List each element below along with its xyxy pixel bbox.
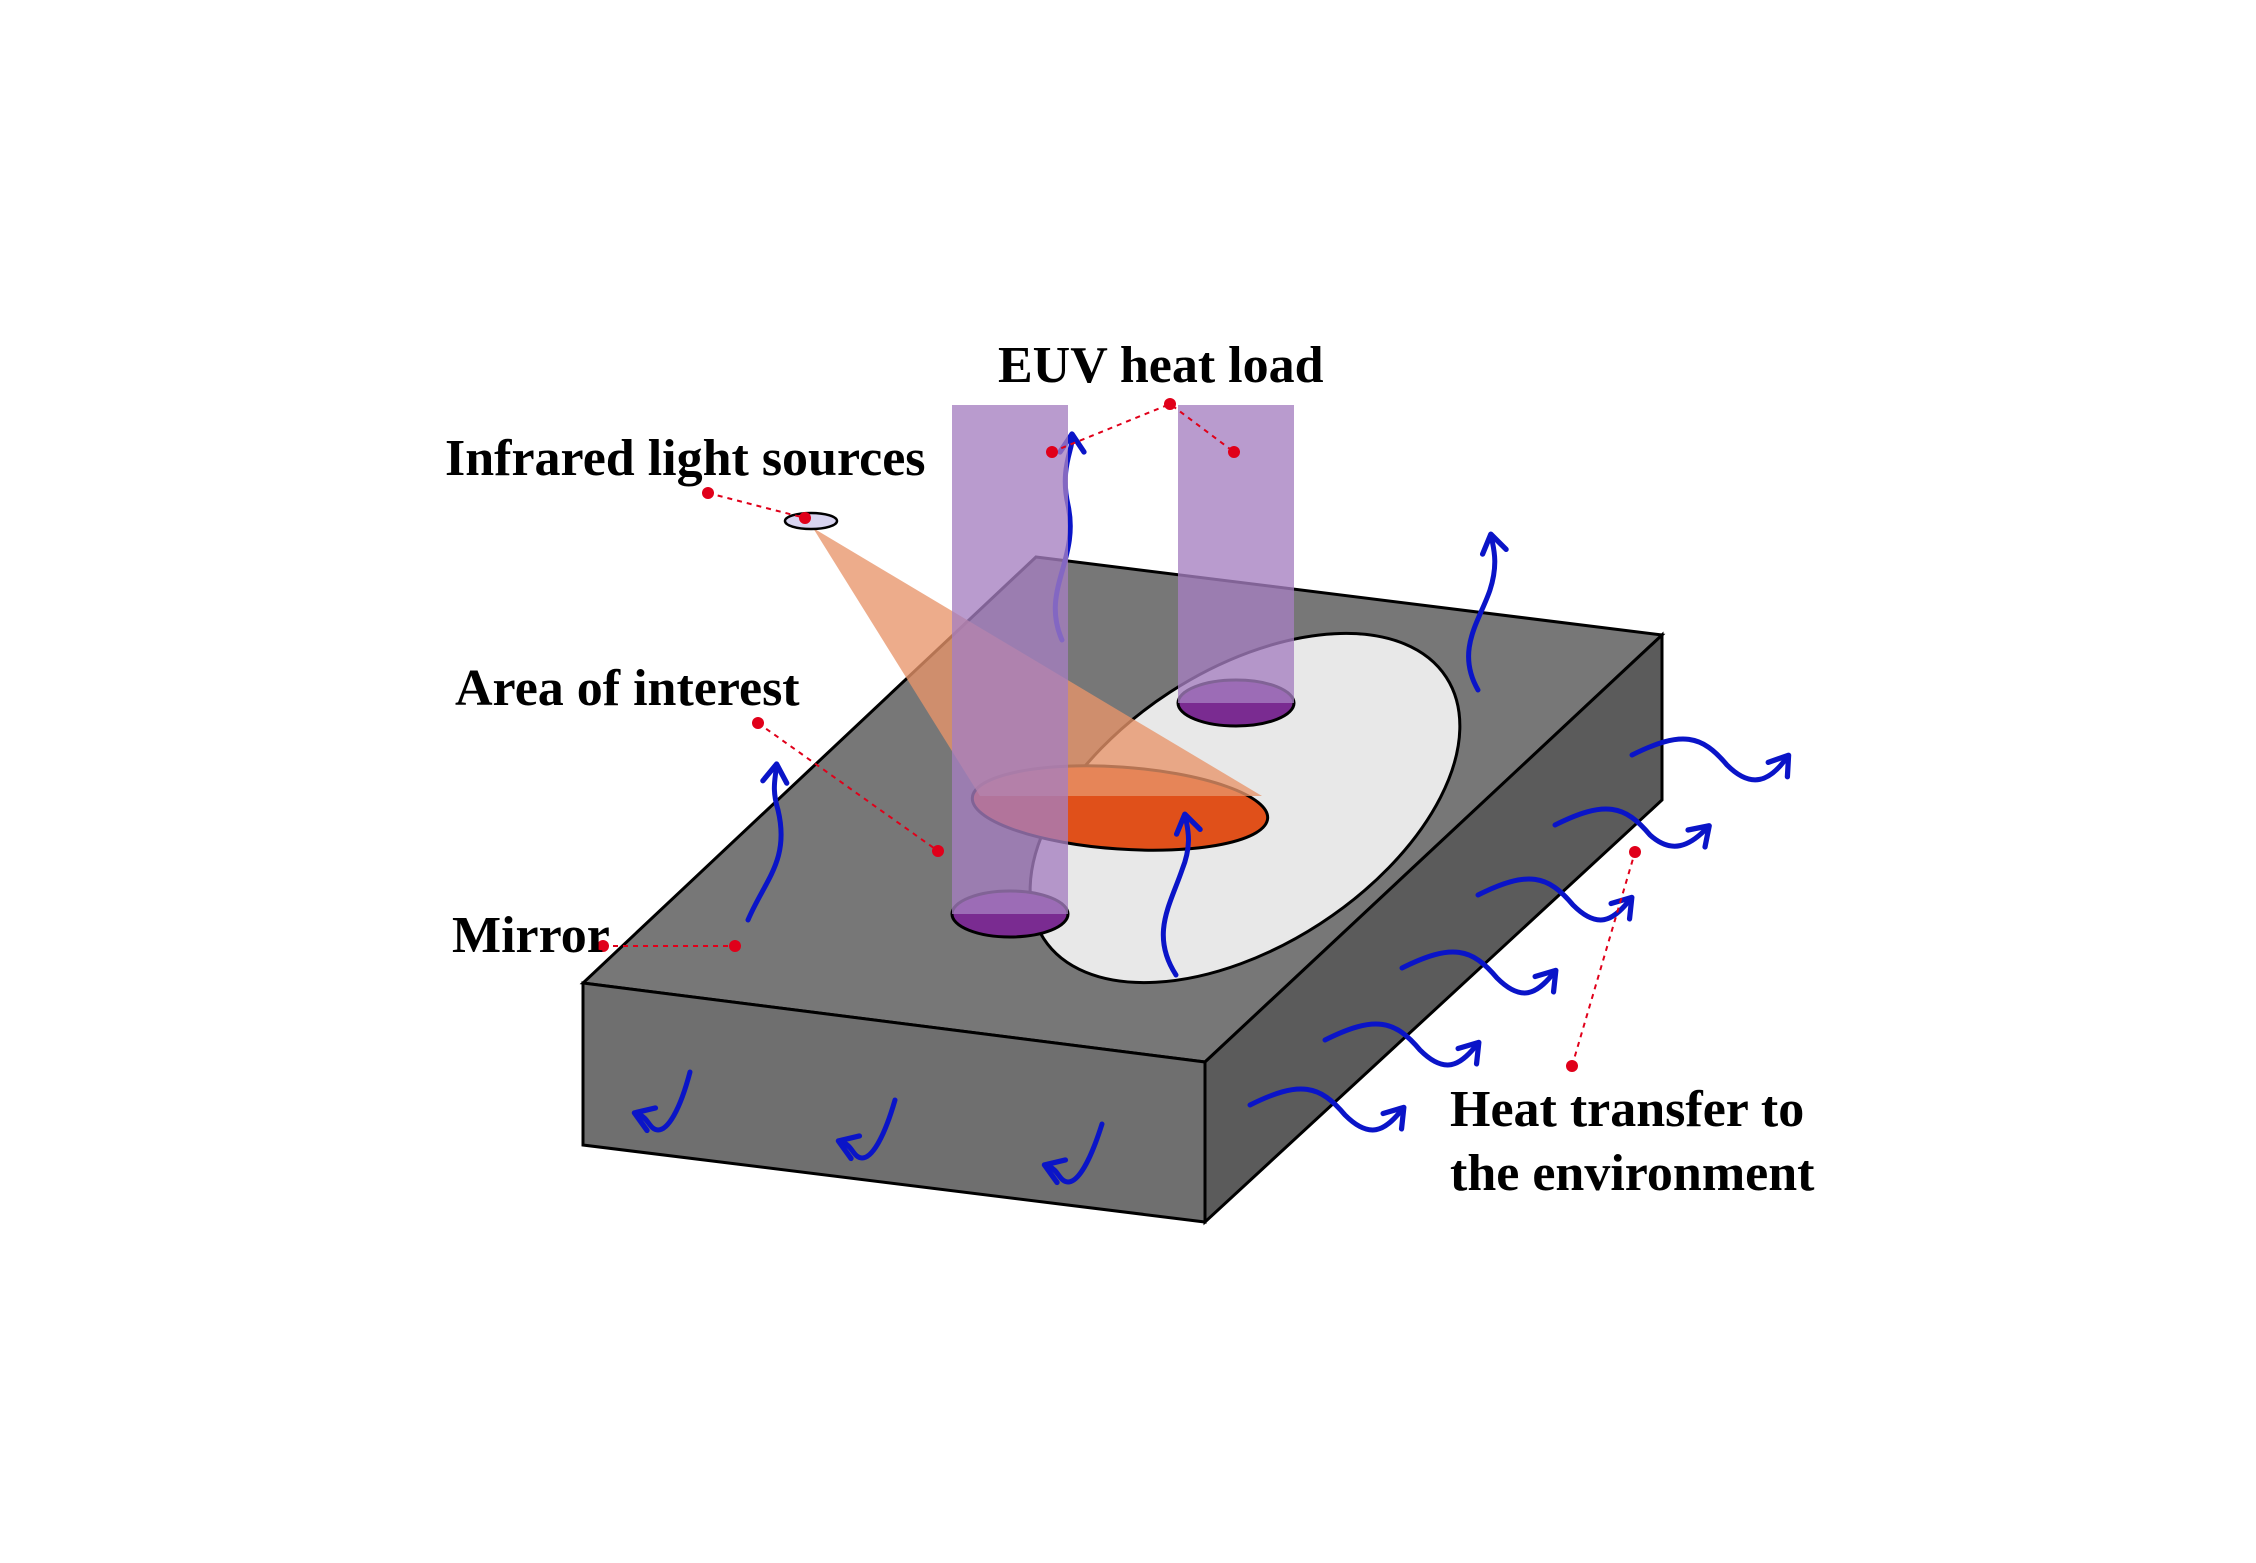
wavy-arrow-icon (631, 1069, 693, 1134)
leader-area (757, 722, 939, 852)
wavy-arrow-icon (1475, 876, 1635, 923)
leader-dot (729, 940, 741, 952)
leader-dot (1164, 398, 1176, 410)
leader-euv (1051, 402, 1235, 453)
heat-transfer-label-line2: the environment (1450, 1145, 1815, 1202)
leader-dot (932, 845, 944, 857)
wavy-arrow-icon (1247, 1086, 1407, 1133)
ellipse-lamp-icon (783, 511, 839, 531)
front-face-heat-arrows (631, 1069, 1105, 1186)
area-of-interest-label: Area of interest (455, 660, 800, 717)
wavy-arrow-icon (1629, 736, 1792, 783)
euv-beam-left (952, 405, 1068, 914)
leader-infrared (707, 492, 806, 519)
leader-dot (1629, 846, 1641, 858)
leader-dot (597, 940, 609, 952)
leader-dot (1566, 1060, 1578, 1072)
leader-dot (1046, 446, 1058, 458)
side-heat-arrows (1247, 736, 1792, 1133)
wavy-arrow-icon (1160, 811, 1203, 978)
heat-transfer-label-line1: Heat transfer to (1450, 1081, 1804, 1138)
infrared-sources-label: Infrared light sources (445, 430, 926, 487)
wavy-arrow-icon (835, 1097, 898, 1162)
leader-dot (799, 512, 811, 524)
leader-dot (1228, 446, 1240, 458)
wavy-arrow-icon (1552, 806, 1712, 850)
leader-dot (702, 487, 714, 499)
leader-lines (597, 398, 1641, 1072)
euv-heat-load-label: EUV heat load (998, 337, 1324, 394)
mirror-label: Mirror (452, 907, 610, 964)
mirror-side-face (1203, 631, 1664, 1226)
wavy-arrow-icon (1399, 949, 1559, 996)
wavy-arrow-icon (1466, 531, 1509, 693)
wavy-arrow-icon (1041, 1121, 1105, 1186)
wavy-arrow-icon (745, 761, 790, 923)
labels: EUV heat load Infrared light sources Are… (445, 337, 1815, 1202)
leader-dot (752, 717, 764, 729)
leader-heat-transfer (1571, 851, 1636, 1067)
wavy-arrow-icon (1322, 1021, 1482, 1068)
